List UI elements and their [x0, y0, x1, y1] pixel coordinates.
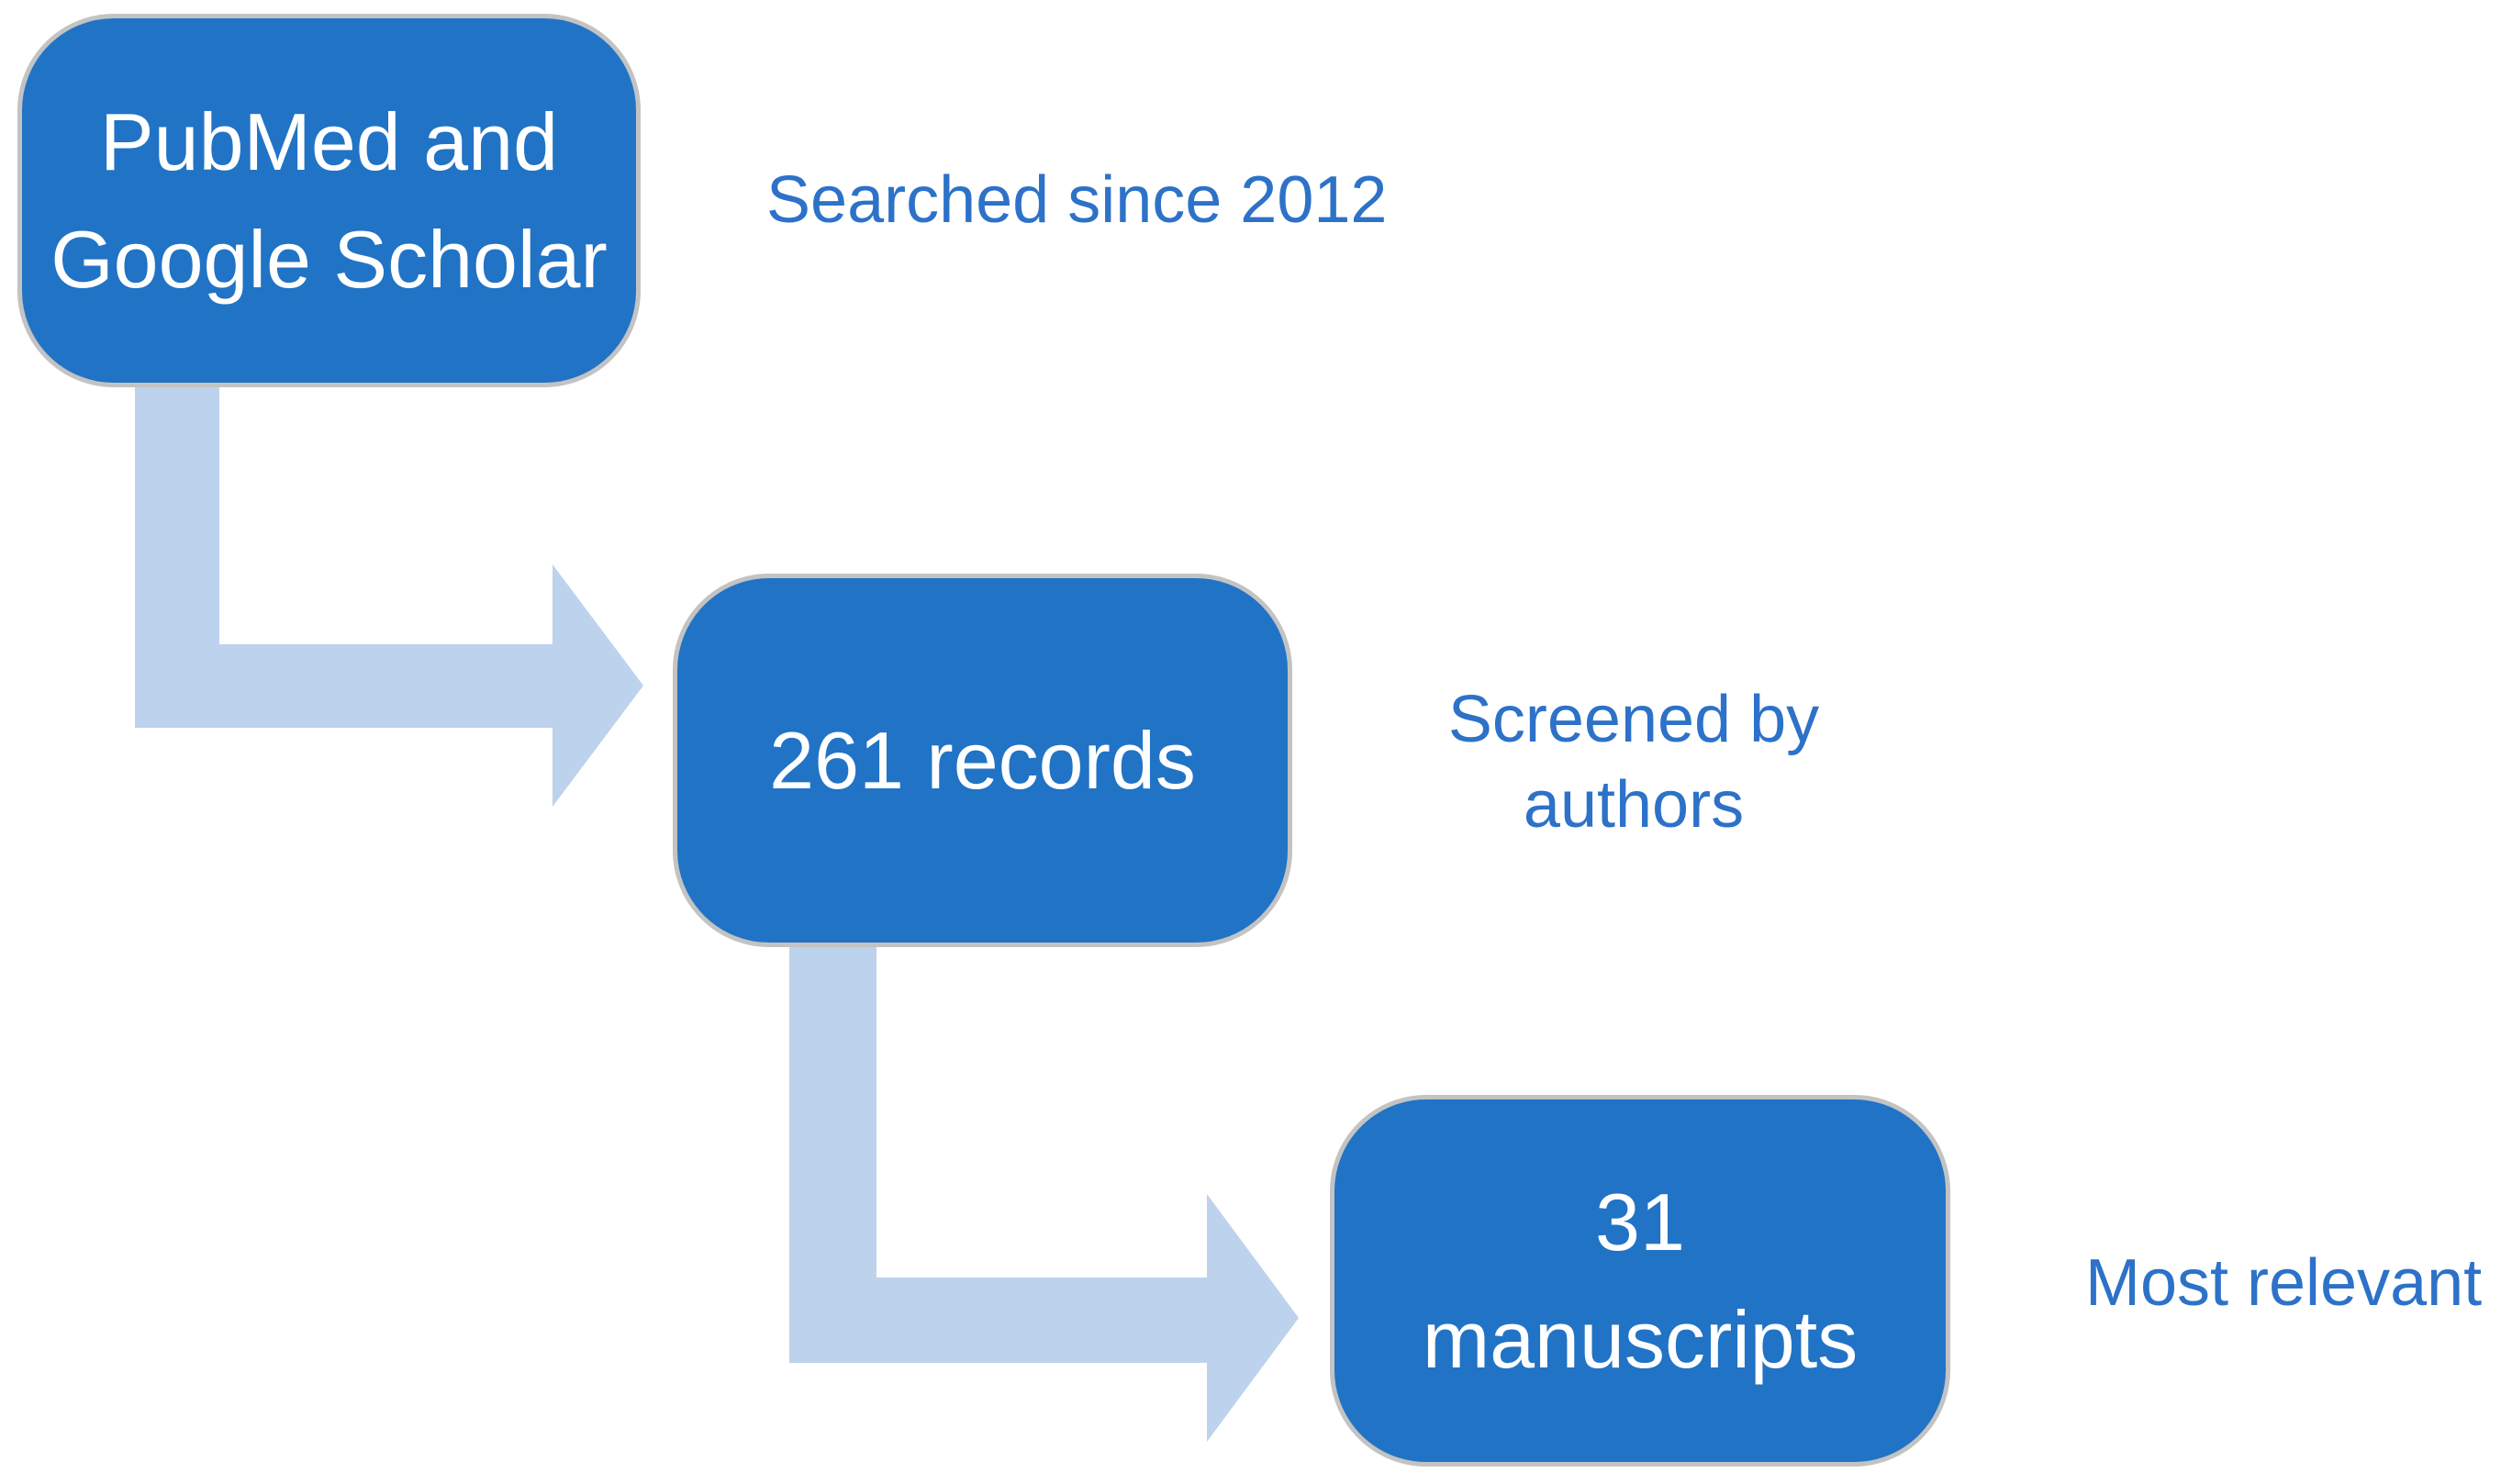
node-261-records: 261 records [673, 574, 1292, 947]
node-31-manuscripts: 31 manuscripts [1330, 1095, 1950, 1467]
annotation-searched-since-2012: Searched since 2012 [766, 163, 1387, 237]
node-text-line: 31 [1595, 1176, 1685, 1267]
node-text-line: manuscripts [1422, 1293, 1859, 1385]
node-text-line: PubMed and [99, 95, 559, 187]
node-pubmed-google-scholar: PubMed and Google Scholar [17, 14, 641, 387]
annotation-most-relevant: Most relevant [2085, 1246, 2482, 1320]
node-text-line: 261 records [769, 714, 1196, 806]
annotation-text-line: Screened by [1447, 683, 1820, 756]
elbow-arrow-1-arrowhead-icon [553, 564, 643, 807]
annotation-screened-by-authors: Screened by authors [1404, 677, 1863, 848]
annotation-text-line: Searched since 2012 [766, 163, 1388, 237]
elbow-arrow-2-arrowhead-icon [1207, 1194, 1299, 1442]
node-text-line: Google Scholar [50, 213, 608, 305]
annotation-text-line: Most relevant [2085, 1246, 2483, 1320]
annotation-text-line: authors [1523, 768, 1745, 842]
elbow-arrow-1-horizontal-bar [135, 644, 553, 728]
elbow-arrow-2-horizontal-bar [789, 1278, 1207, 1363]
